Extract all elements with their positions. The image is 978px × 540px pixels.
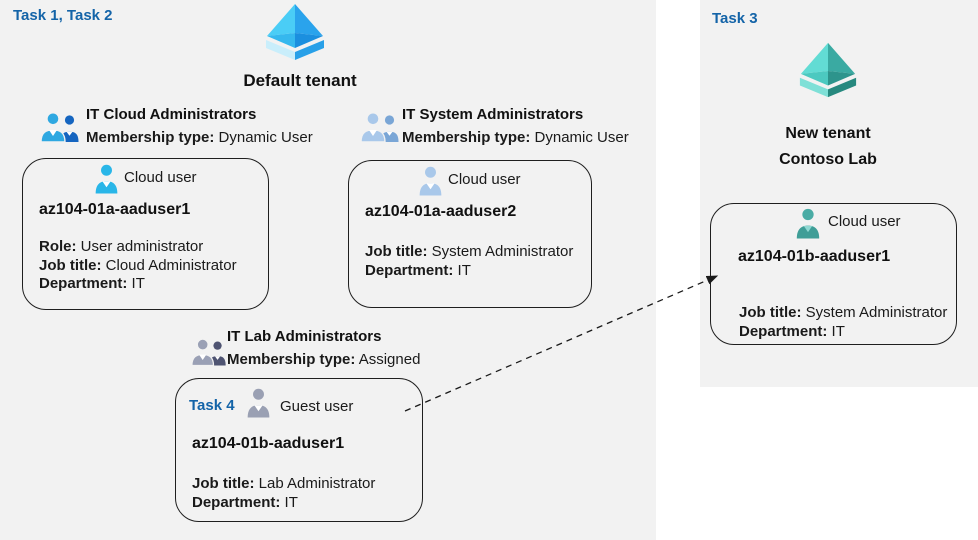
membership-label: Membership type:	[86, 129, 215, 146]
group-membership: Membership type: Assigned	[227, 351, 420, 368]
group-name: IT Lab Administrators	[227, 328, 382, 345]
user-type-label: Guest user	[280, 398, 354, 415]
cloud-user-card-1: Cloud user az104-01a-aaduser1 Role: User…	[22, 158, 269, 310]
field-department: Department: IT	[365, 261, 471, 279]
cloud-user-icon-cyan	[94, 163, 119, 194]
field-role: Role: User administrator	[39, 238, 204, 255]
field-department: Department: IT	[739, 323, 845, 340]
guest-user-icon-gray	[246, 387, 271, 418]
guest-user-card: Task 4 Guest user az104-01b-aaduser1 Job…	[175, 378, 423, 522]
username: az104-01a-aaduser1	[39, 201, 191, 218]
cloud-user-card-2: Cloud user az104-01a-aaduser2 Job title:…	[348, 160, 592, 308]
user-type-label: Cloud user	[124, 169, 197, 186]
group-membership: Membership type: Dynamic User	[86, 129, 313, 146]
field-department: Department: IT	[39, 275, 145, 292]
task-4-label: Task 4	[189, 397, 235, 414]
new-tenant-title-line2: Contoso Lab	[779, 151, 877, 168]
username: az104-01b-aaduser1	[192, 435, 345, 452]
membership-label: Membership type:	[227, 351, 356, 368]
membership-label: Membership type:	[402, 129, 531, 146]
field-department: Department: IT	[192, 493, 298, 511]
cloud-user-icon-teal	[795, 207, 821, 239]
user-type-label: Cloud user	[828, 213, 901, 230]
field-job-title: Job title: Lab Administrator	[192, 475, 376, 492]
membership-value: Dynamic User	[218, 129, 313, 146]
group-icon-blue	[40, 110, 80, 143]
membership-value: Assigned	[358, 351, 421, 368]
cloud-user-icon-pale-blue	[418, 165, 443, 196]
new-tenant-cloud-user-card: Cloud user az104-01b-aaduser1 Job title:…	[710, 203, 957, 345]
field-job-title: Job title: System Administrator	[365, 243, 574, 260]
new-tenant-title-line1: New tenant	[785, 125, 871, 142]
default-tenant-panel	[0, 0, 656, 540]
group-name: IT Cloud Administrators	[86, 106, 257, 123]
username: az104-01a-aaduser2	[365, 203, 517, 220]
new-tenant-icon	[797, 39, 859, 103]
user-type-label: Cloud user	[448, 171, 521, 188]
default-tenant-icon	[263, 3, 327, 63]
username: az104-01b-aaduser1	[738, 248, 891, 265]
default-tenant-title: Default tenant	[243, 71, 357, 90]
membership-value: Dynamic User	[534, 129, 629, 146]
group-name: IT System Administrators	[402, 106, 584, 123]
group-icon-pale-blue	[360, 110, 400, 143]
task-3-label: Task 3	[712, 10, 758, 27]
field-job-title: Job title: System Administrator	[739, 304, 948, 321]
task-1-2-label: Task 1, Task 2	[13, 7, 113, 24]
field-job-title: Job title: Cloud Administrator	[39, 256, 237, 274]
group-membership: Membership type: Dynamic User	[402, 129, 629, 146]
group-icon-gray	[191, 336, 227, 367]
